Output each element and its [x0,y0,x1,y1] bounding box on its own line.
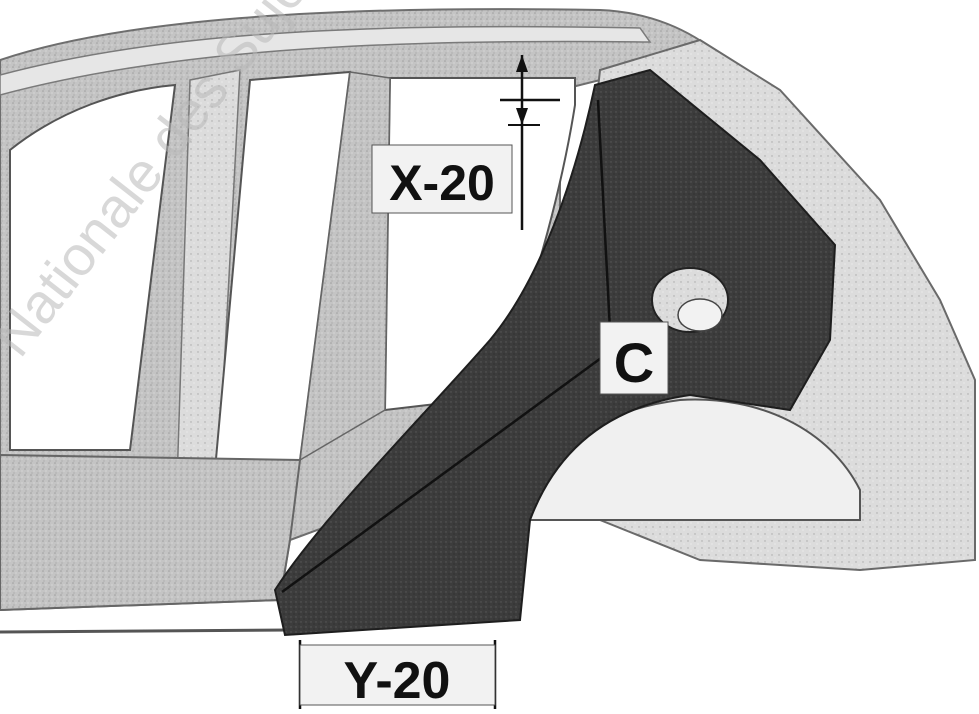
y20-label: Y-20 [344,652,451,709]
rocker-sill [0,453,302,612]
roof-rail [0,25,652,96]
x20-label: X-20 [389,155,495,211]
cut-line-vertical [596,99,612,331]
cut-line-diagonal [281,348,613,594]
c-label: C [614,331,654,394]
x20-dimension-marker [500,55,560,230]
c-pillar-inner [299,71,391,462]
sill-edge [0,628,291,634]
y20-label-box [299,644,496,706]
x20-label-box [371,144,513,214]
c-label-box [599,321,669,395]
fuel-filler-inner [677,298,723,332]
front-door-opening [9,83,177,451]
